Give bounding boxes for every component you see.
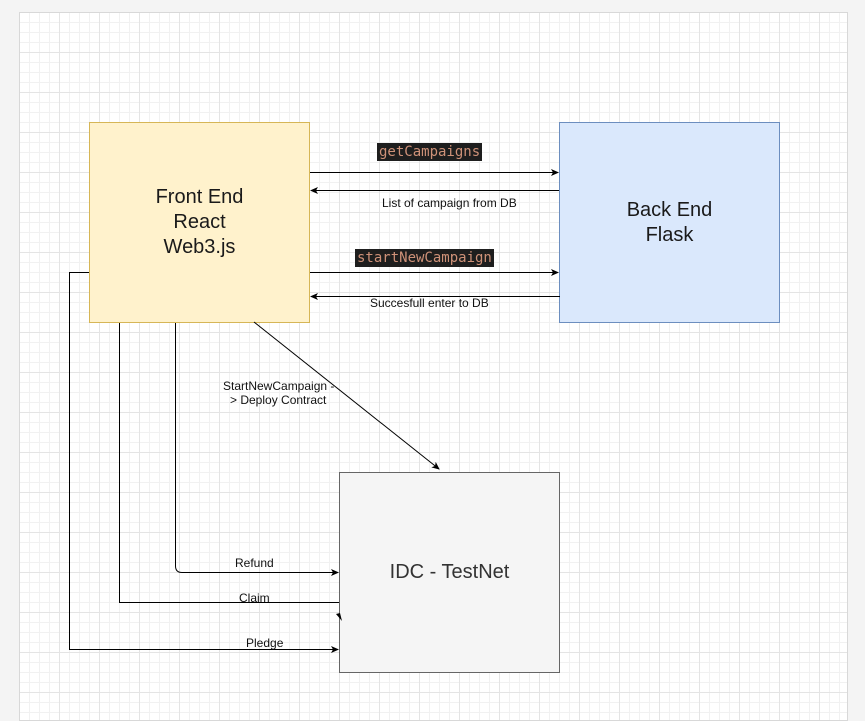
- edge-deploy-contract[interactable]: [253, 321, 440, 470]
- get-campaigns-label: getCampaigns: [377, 143, 483, 161]
- edge-pledge[interactable]: [69, 272, 339, 653]
- testnet-title: IDC - TestNet: [389, 561, 510, 583]
- frontend-title: Front End: [155, 186, 244, 208]
- testnet-node[interactable]: IDC - TestNet: [339, 472, 560, 673]
- edge-claim[interactable]: [119, 323, 340, 603]
- successful-enter-label: Succesfull enter to DB: [370, 296, 489, 310]
- claim-arrowhead: [336, 613, 342, 621]
- backend-title: Back End: [626, 198, 713, 221]
- frontend-node-box[interactable]: [89, 122, 310, 323]
- testnet-node-box[interactable]: [339, 472, 560, 673]
- pledge-label: Pledge: [246, 636, 284, 650]
- backend-framework: Flask: [645, 223, 694, 246]
- deploy-contract-label-line1: StartNewCampaign -: [223, 379, 335, 393]
- frontend-node[interactable]: Front End React Web3.js: [89, 122, 310, 323]
- deploy-contract-label-line2: > Deploy Contract: [230, 393, 327, 407]
- backend-node-box[interactable]: [559, 122, 780, 323]
- edge-refund[interactable]: [175, 323, 339, 576]
- frontend-library: Web3.js: [163, 236, 236, 258]
- refund-label: Refund: [235, 556, 274, 570]
- frontend-framework: React: [173, 211, 226, 233]
- list-from-db-label: List of campaign from DB: [382, 196, 517, 210]
- backend-node[interactable]: Back End Flask: [559, 122, 780, 323]
- start-new-campaign-label: startNewCampaign: [355, 249, 494, 267]
- claim-label: Claim: [239, 591, 270, 605]
